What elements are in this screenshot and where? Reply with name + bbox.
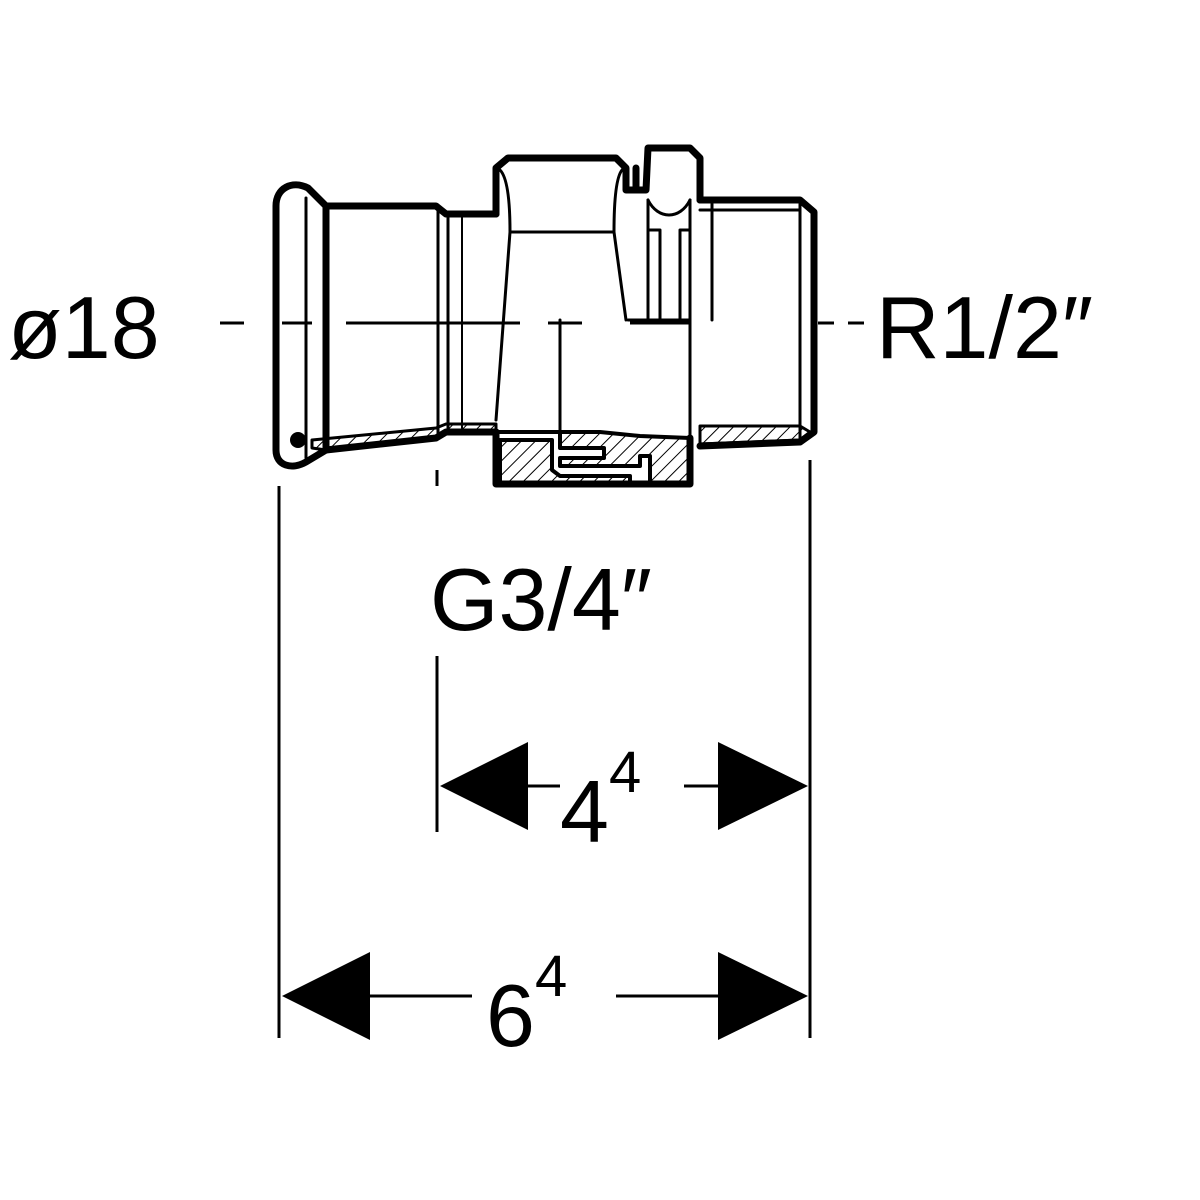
- arrow-right-overall: [718, 952, 808, 1040]
- label-union-thread: G3/4″: [430, 550, 652, 649]
- fitting-body: [272, 144, 818, 488]
- union-section-hatch-2: [498, 438, 632, 486]
- nut-facet-left: [494, 230, 512, 422]
- socket-wall-section: [310, 422, 498, 452]
- arrow-right-inner: [718, 742, 808, 830]
- nut-facet-right: [612, 230, 628, 322]
- union-section-hatch: [494, 430, 692, 486]
- press-socket-body: [322, 202, 500, 454]
- arrow-left-overall: [282, 952, 370, 1040]
- label-diameter: ø18: [8, 278, 160, 377]
- thread-end-outline: [696, 196, 818, 450]
- dimension-overall-value: 64: [486, 944, 567, 1065]
- extension-lines: [277, 460, 812, 1038]
- nut-chamfer: [498, 168, 624, 234]
- dimension-inner: [440, 742, 808, 830]
- label-right-thread: R1/2″: [876, 278, 1093, 377]
- o-ring-section: [290, 432, 306, 448]
- dimension-overall: [282, 952, 808, 1040]
- hex-facet-curve: [646, 198, 692, 322]
- arrow-left-inner: [440, 742, 528, 830]
- dimension-inner-value: 44: [560, 740, 641, 861]
- press-socket-outline: [272, 181, 330, 470]
- hex-collar-outline: [632, 144, 704, 204]
- thread-wall-section: [698, 424, 812, 446]
